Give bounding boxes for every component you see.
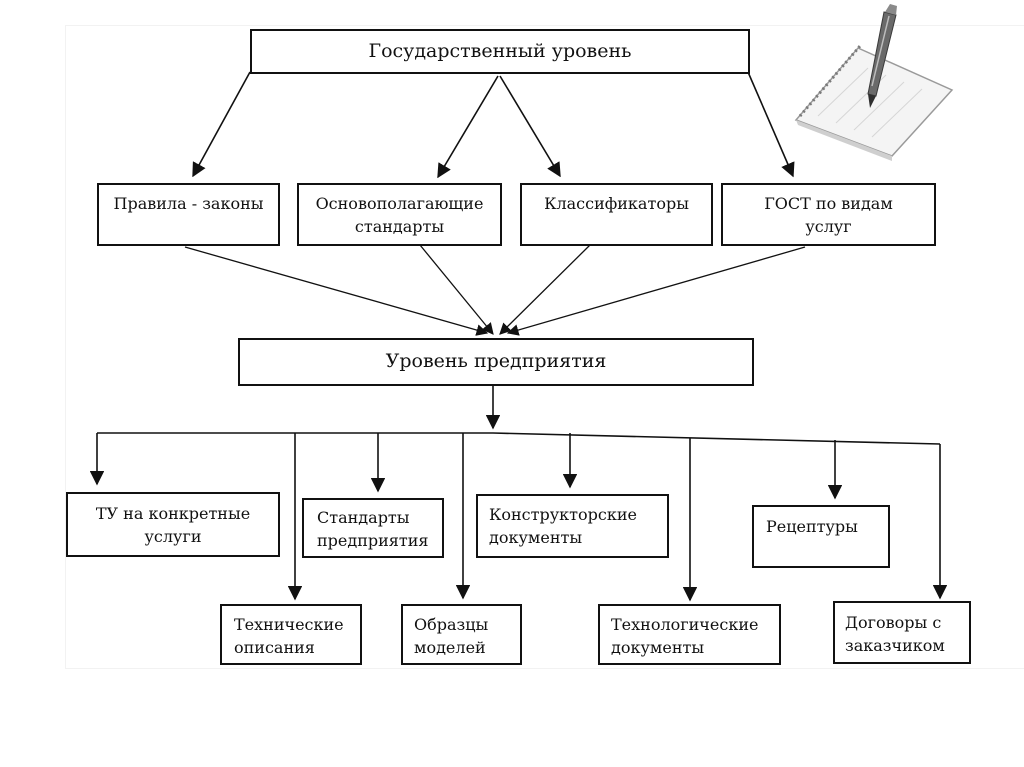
tech-descriptions-box: Технические описания [220,604,362,665]
enterprise-level-label: Уровень предприятия [385,350,607,372]
tech-descriptions-label: Технические описания [234,615,344,657]
model-samples-label: Образцы моделей [414,615,489,657]
arrow-top-to-gost [747,71,795,178]
design-docs-label: Конструкторские документы [489,505,637,547]
rules-laws-label: Правила - законы [113,194,264,213]
recipes-box: Рецептуры [752,505,890,568]
basic-standards-label: Основополагающие стандарты [315,194,484,236]
arrow-top-to-rules [192,71,251,178]
classifiers-label: Классификаторы [544,194,689,213]
gost-box: ГОСТ по видам услуг [721,183,936,246]
tu-services-box: ТУ на конкретные услуги [66,492,280,557]
arrow-basic-standards-to-enterprise [419,244,494,335]
state-level-box: Государственный уровень [250,29,750,74]
enterprise-standards-box: Стандарты предприятия [302,498,444,558]
contracts-label: Договоры с заказчиком [845,613,945,655]
contracts-box: Договоры с заказчиком [833,601,971,664]
enterprise-level-box: Уровень предприятия [238,338,754,386]
enterprise-standards-label: Стандарты предприятия [317,508,429,550]
model-samples-box: Образцы моделей [401,604,522,665]
distribution-bus [97,432,941,445]
tech-docs-label: Технологические документы [611,615,759,657]
arrow-top-to-classifiers [499,75,561,178]
arrow-top-to-basic-standards [437,75,499,179]
state-level-label: Государственный уровень [368,40,632,62]
tech-docs-box: Технологические документы [598,604,781,665]
tu-services-label: ТУ на конкретные услуги [95,504,251,546]
design-docs-box: Конструкторские документы [476,494,669,558]
basic-standards-box: Основополагающие стандарты [297,183,502,246]
notepad-pen-icon [794,4,954,161]
arrow-classifiers-to-enterprise [499,244,591,335]
rules-laws-box: Правила - законы [97,183,280,246]
gost-label: ГОСТ по видам услуг [764,194,893,236]
arrow-rules-to-enterprise [184,246,489,336]
recipes-label: Рецептуры [766,517,858,536]
classifiers-box: Классификаторы [520,183,713,246]
arrow-gost-to-enterprise [506,246,806,336]
